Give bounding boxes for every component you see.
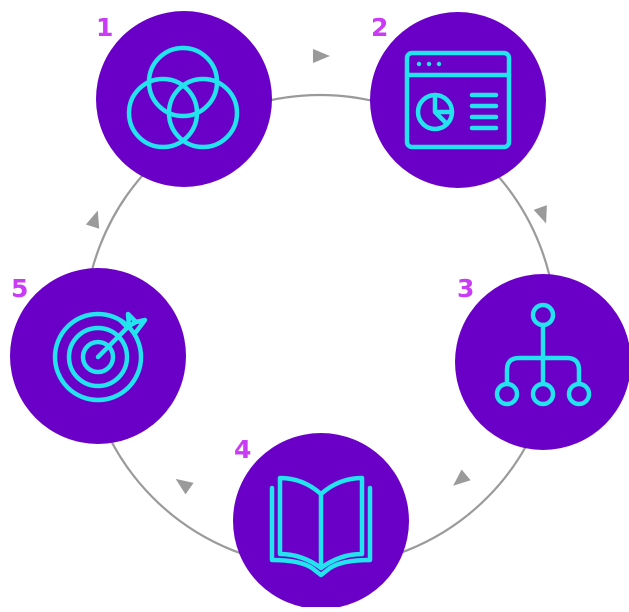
step-4-number: 4	[234, 435, 252, 464]
venn-diagram-icon	[126, 45, 240, 150]
arrow-5-to-1	[85, 210, 100, 229]
step-2-number: 2	[371, 13, 389, 42]
arrow-1-to-2	[313, 49, 330, 63]
open-book-icon	[269, 475, 373, 578]
arrow-3-to-4	[453, 469, 471, 486]
step-5-number: 5	[11, 274, 29, 303]
step-1-circle	[96, 11, 272, 187]
target-arrow-icon	[52, 311, 148, 403]
step-2-circle	[370, 12, 546, 188]
step-1-number: 1	[96, 13, 114, 42]
arrow-2-to-3	[533, 205, 547, 224]
hierarchy-icon	[494, 302, 592, 407]
browser-dashboard-icon	[404, 50, 512, 150]
step-3-number: 3	[457, 274, 475, 303]
arrow-4-to-5	[175, 478, 194, 495]
